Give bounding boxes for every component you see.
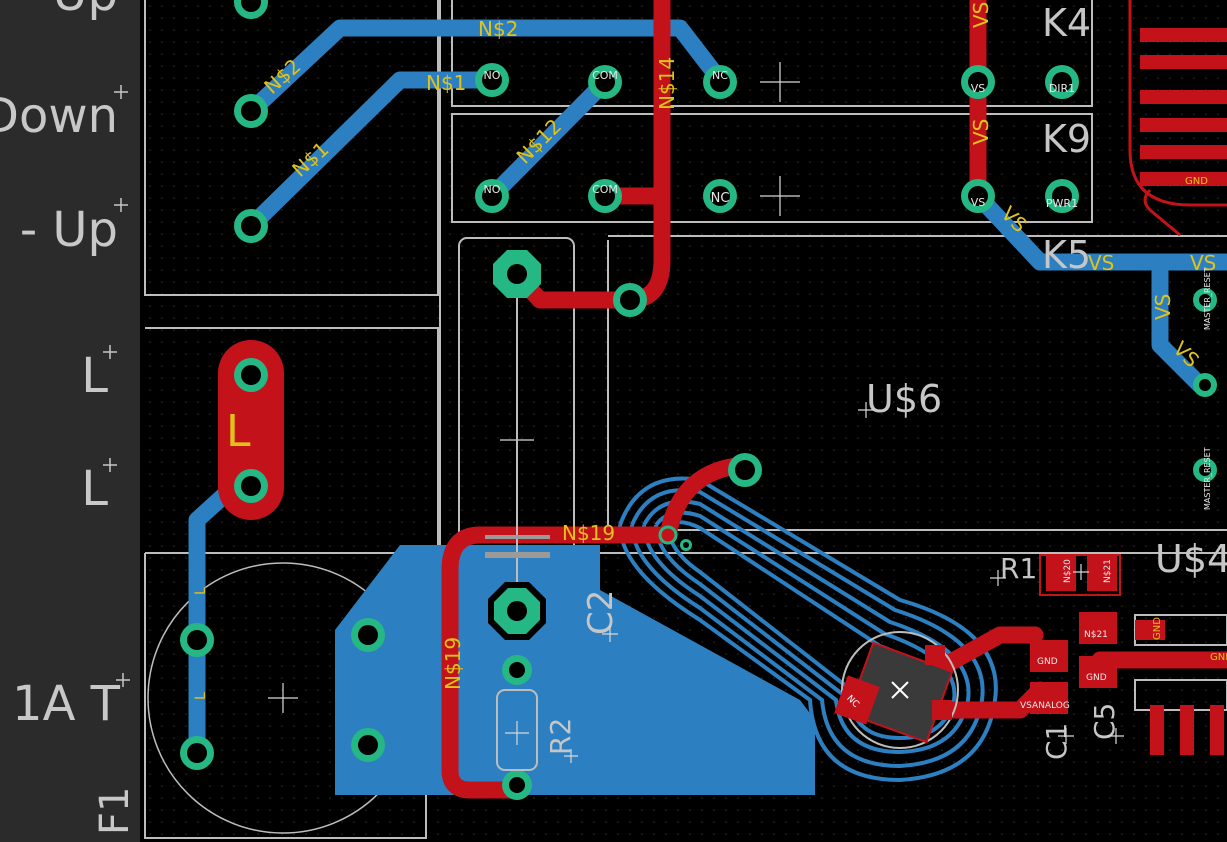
- comp-u4: U$4: [1155, 537, 1227, 581]
- pad-n21: N$21: [1084, 630, 1108, 640]
- net-label-l-small-2: L: [193, 587, 209, 595]
- pad-nc-k9: NC: [711, 191, 730, 206]
- bottom-traces: [188, 19, 1227, 762]
- pad-com-k9: COM: [592, 183, 618, 196]
- net-label-n19-h: N$19: [562, 521, 615, 545]
- pad-labels: NO COM NC VS DIR1 NO COM NC VS PWR1: [484, 69, 1079, 210]
- net-label-n1-top: N$1: [426, 71, 466, 95]
- r1-pad-n20: N$20: [1063, 559, 1073, 583]
- label-f1: F1: [92, 787, 138, 835]
- pad-com-k4: COM: [592, 69, 618, 82]
- through-hole-pads: [180, 0, 1217, 800]
- pad-no-k4: NO: [484, 69, 501, 82]
- pad-gnd-a: GND: [1037, 657, 1058, 667]
- r1-pad-n21: N$21: [1103, 559, 1113, 583]
- smd-pad-labels: GND GND N$21 VSANALOG: [1020, 630, 1108, 711]
- pad-dir1: DIR1: [1049, 82, 1075, 95]
- net-label-vs-5: VS: [1190, 251, 1216, 275]
- net-label-vs-2: VS: [969, 119, 993, 145]
- comp-r2: R2: [544, 718, 577, 755]
- inductor-pad-top: [218, 340, 284, 520]
- comp-k5: K5: [1042, 233, 1091, 277]
- comp-u6: U$6: [866, 377, 942, 421]
- net-label-l-small: L: [193, 692, 209, 700]
- master-reset-label-2: MASTER_RESET: [1203, 447, 1212, 510]
- ic-pins: [1140, 28, 1227, 755]
- gnd-pin-label: GND: [1185, 176, 1208, 187]
- master-reset-label-1: MASTER_RESET: [1203, 267, 1212, 330]
- label-down: Down: [0, 88, 118, 144]
- pad-vsanalog: VSANALOG: [1020, 701, 1070, 711]
- net-label-n19-v: N$19: [441, 637, 465, 690]
- net-label-vs-1: VS: [969, 2, 993, 28]
- pad-pwr1: PWR1: [1046, 197, 1078, 210]
- comp-r1: R1: [1000, 552, 1037, 585]
- label-l-1: L: [81, 348, 108, 404]
- label-up-2: - Up: [20, 202, 118, 258]
- pad-gnd-b: GND: [1086, 673, 1107, 683]
- pad-vs-k9: VS: [971, 196, 986, 209]
- left-panel: [0, 0, 140, 842]
- label-fuse-rating: 1A T: [12, 676, 121, 732]
- pad-vs-k4: VS: [971, 82, 986, 95]
- vsanalog-label: GND: [1210, 652, 1227, 663]
- comp-k9: K9: [1042, 117, 1091, 161]
- net-label-vs-4: VS: [1088, 251, 1114, 275]
- origin-markers: [103, 85, 130, 687]
- comp-c1: C1: [1040, 723, 1073, 760]
- pad-no-k9: NO: [484, 183, 501, 196]
- regulator-body: NC: [834, 631, 959, 749]
- u4-gnd-label: GND: [1152, 617, 1163, 640]
- inductor-marking: L: [226, 406, 251, 457]
- pad-nc-k4: NC: [712, 69, 728, 82]
- comp-k4: K4: [1042, 1, 1091, 45]
- smd-pads: [1030, 555, 1165, 714]
- net-label-n14: N$14: [655, 57, 679, 110]
- net-label-n2-top: N$2: [478, 17, 518, 41]
- r2-outline: [496, 689, 538, 771]
- label-l-2: L: [81, 461, 108, 517]
- label-up-1: - Up: [20, 0, 118, 22]
- net-label-vs-6: VS: [1151, 294, 1175, 320]
- comp-c2: C2: [581, 590, 621, 635]
